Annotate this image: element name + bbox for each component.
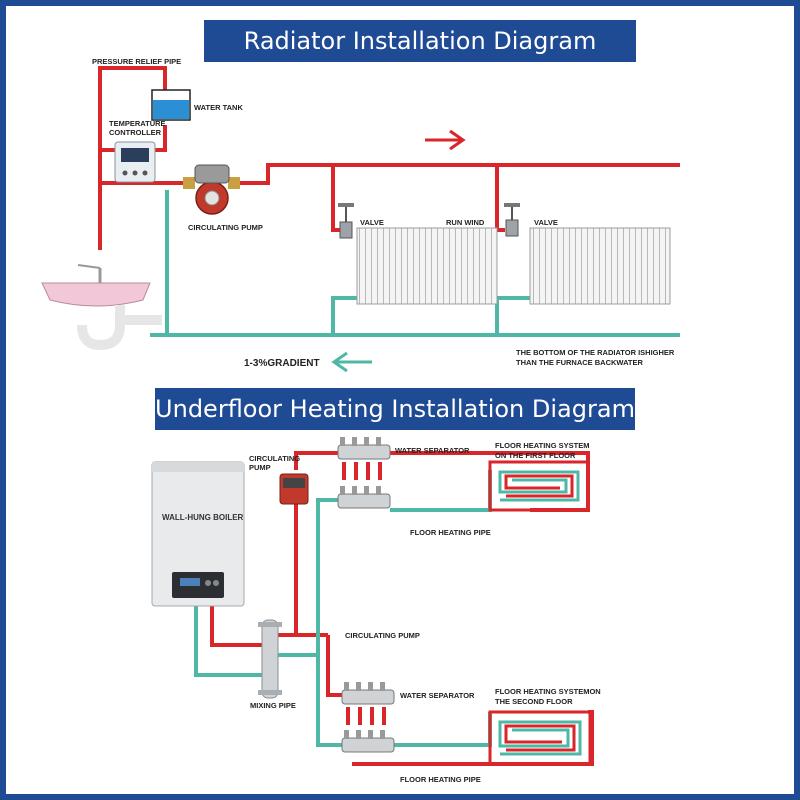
- radiator-circulating-pump: [183, 164, 240, 215]
- label-pump: PUMP: [249, 463, 271, 472]
- valve-left: [338, 203, 354, 239]
- label-floor-heating-pipe-top: FLOOR HEATING PIPE: [410, 528, 491, 537]
- label-wall-hung-boiler: WALL-HUNG BOILER: [162, 513, 244, 522]
- label-circulating-pump-mid: CIRCULATING PUMP: [345, 631, 420, 640]
- return-manifold-top: [337, 486, 391, 509]
- underfloor-circulating-pump: [279, 473, 309, 505]
- water-tank: [151, 89, 191, 121]
- label-valve-right: VALVE: [534, 218, 558, 227]
- label-floor-heating-pipe-bottom: FLOOR HEATING PIPE: [400, 775, 481, 784]
- label-note-line1: THE BOTTOM OF THE RADIATOR ISHIGHER: [516, 348, 675, 357]
- label-second-floor-1: FLOOR HEATING SYSTEMON: [495, 687, 601, 696]
- temperature-controller: [114, 141, 156, 183]
- label-circulating-pump: CIRCULATING PUMP: [188, 223, 263, 232]
- label-first-floor-1: FLOOR HEATING SYSTEM: [495, 441, 589, 450]
- radiator-1: [356, 227, 498, 305]
- water-separator-bottom: [341, 682, 395, 705]
- second-floor-coil: [488, 710, 592, 766]
- label-first-floor-2: ON THE FIRST FLOOR: [495, 451, 576, 460]
- label-controller: CONTROLLER: [109, 128, 162, 137]
- radiator-title: Radiator Installation Diagram: [204, 20, 636, 62]
- label-water-separator-top: WATER SEPARATOR: [395, 446, 470, 455]
- label-second-floor-2: THE SECOND FLOOR: [495, 697, 573, 706]
- underfloor-title: Underfloor Heating Installation Diagram: [155, 388, 635, 430]
- first-floor-coil: [488, 460, 590, 512]
- label-gradient: 1-3%GRADIENT: [244, 358, 320, 369]
- radiator-diagram: PRESSURE RELIEF PIPE WATER TANK TEMPERAT…: [41, 57, 680, 373]
- label-circulating: CIRCULATING: [249, 454, 300, 463]
- valve-right: [504, 203, 520, 237]
- water-separator-top: [337, 437, 391, 460]
- radiator-2: [529, 227, 671, 305]
- label-temperature: TEMPERATURE: [109, 119, 166, 128]
- flow-arrow-right: [425, 129, 466, 151]
- label-note-line2: THAN THE FURNACE BACKWATER: [516, 358, 644, 367]
- label-water-separator-bottom: WATER SEPARATOR: [400, 691, 475, 700]
- label-water-tank: WATER TANK: [194, 103, 243, 112]
- wall-hung-boiler: [151, 461, 245, 607]
- label-mixing-pipe: MIXING PIPE: [250, 701, 296, 710]
- underfloor-diagram: CIRCULATING PUMP WATER SEPARATOR FLOOR H…: [151, 437, 601, 784]
- label-valve-left: VALVE: [360, 218, 384, 227]
- flow-arrow-left: [331, 351, 372, 373]
- mixing-pipe: [258, 619, 282, 699]
- label-run-wind: RUN WIND: [446, 218, 485, 227]
- label-pressure-relief-pipe: PRESSURE RELIEF PIPE: [92, 57, 181, 66]
- sink: [41, 264, 162, 351]
- return-manifold-bottom: [341, 730, 395, 753]
